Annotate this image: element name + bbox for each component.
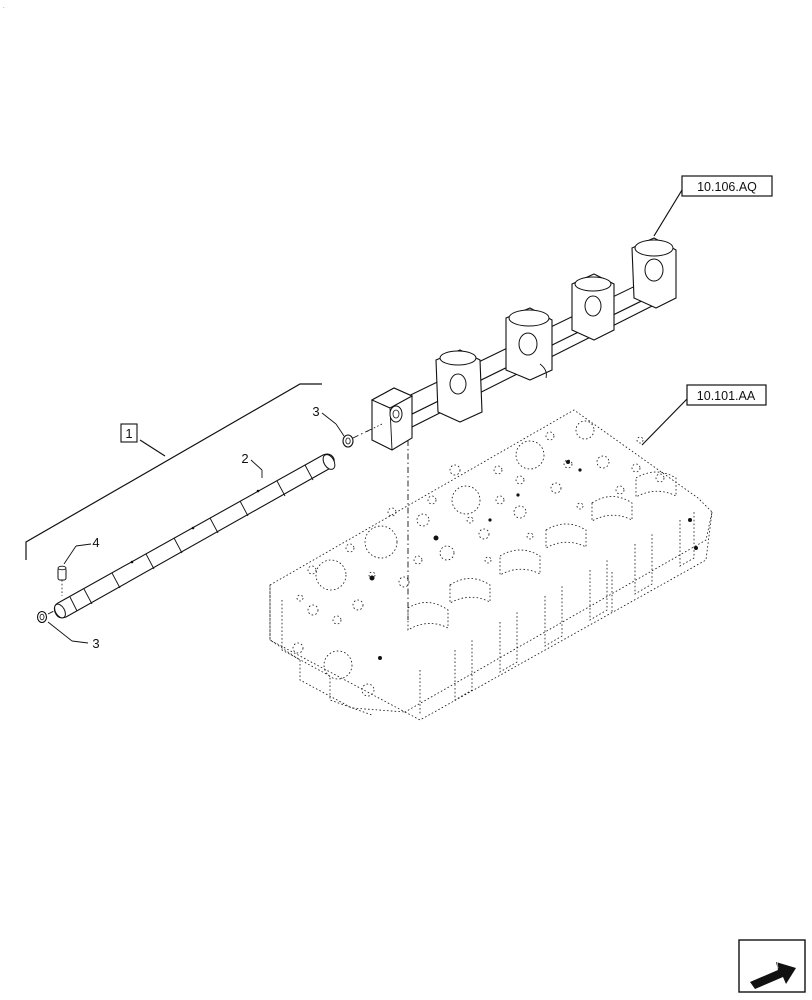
rocker-shaft: [53, 453, 336, 619]
callout-ring-upper[interactable]: 3: [312, 404, 345, 437]
alignment-line: [47, 609, 57, 615]
reference-label-rocker-bracket: 10.106.AQ: [697, 180, 757, 194]
callout-number: 2: [241, 451, 248, 466]
assembly-bracket: [25, 383, 322, 560]
reference-box-cylinder-head[interactable]: 10.101.AA: [641, 384, 767, 446]
callout-number: 3: [312, 404, 319, 419]
callout-number: 1: [125, 426, 132, 441]
snap-ring-lower: [36, 610, 48, 624]
next-page-arrow-icon[interactable]: [738, 939, 806, 993]
callout-ring-lower[interactable]: 3: [47, 621, 100, 651]
callout-number: 3: [92, 636, 99, 651]
reference-box-rocker-bracket[interactable]: 10.106.AQ: [653, 175, 773, 237]
reference-label-cylinder-head: 10.101.AA: [697, 389, 756, 403]
callout-shaft[interactable]: 2: [241, 451, 263, 478]
callout-number: 4: [92, 535, 99, 550]
leader-line: [653, 189, 683, 237]
callout-assembly[interactable]: 1: [120, 423, 138, 443]
snap-ring-upper: [342, 434, 354, 448]
cylinder-head: [269, 409, 713, 721]
rocker-bracket-bar: [365, 237, 677, 451]
callout-plug[interactable]: 4: [63, 535, 100, 565]
corner-mark: .: [3, 4, 5, 10]
shaft-plug: [57, 565, 67, 596]
leader-line: [641, 398, 688, 446]
